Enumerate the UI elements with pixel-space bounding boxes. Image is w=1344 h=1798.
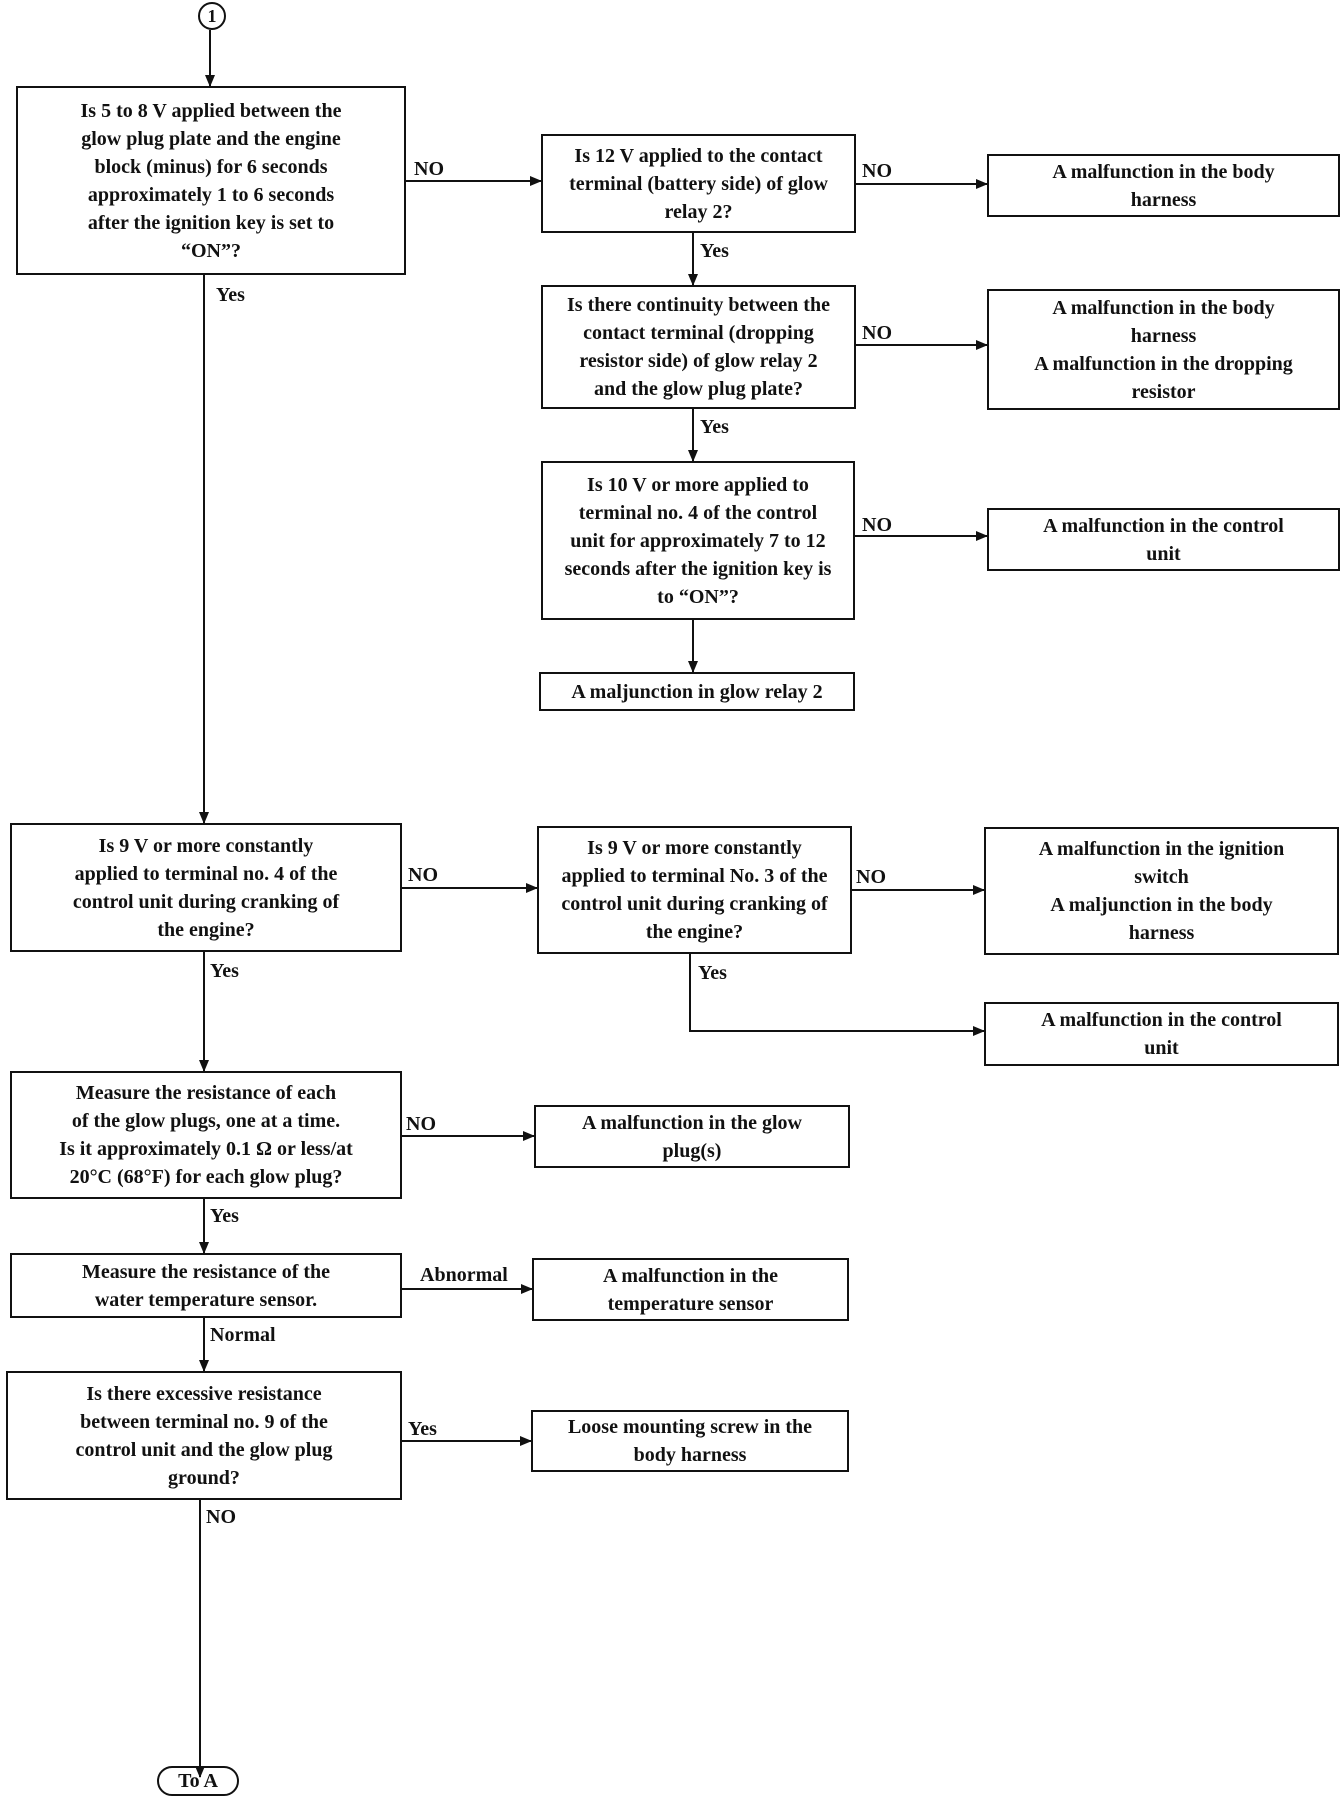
result-body-harness: A malfunction in the body harness xyxy=(987,154,1340,217)
label-no: NO xyxy=(408,864,438,886)
label-normal: Normal xyxy=(210,1324,276,1346)
label-no: NO xyxy=(414,158,444,180)
label-abnormal: Abnormal xyxy=(420,1264,508,1286)
result-body-harness-dropping-resistor: A malfunction in the body harness A malf… xyxy=(987,289,1340,410)
label-yes: Yes xyxy=(216,284,245,306)
question-glow-plug-resistance: Measure the resistance of each of the gl… xyxy=(10,1071,402,1199)
label-yes: Yes xyxy=(210,960,239,982)
result-ignition-switch-body-harness: A malfunction in the ignition switch A m… xyxy=(984,827,1339,955)
label-yes: Yes xyxy=(698,962,727,984)
question-water-temperature-sensor: Measure the resistance of the water temp… xyxy=(10,1253,402,1318)
label-yes: Yes xyxy=(210,1205,239,1227)
label-no: NO xyxy=(862,514,892,536)
label-yes: Yes xyxy=(700,240,729,262)
result-control-unit-2: A malfunction in the control unit xyxy=(984,1002,1339,1066)
label-no: NO xyxy=(856,866,886,888)
question-terminal4-10v: Is 10 V or more applied to terminal no. … xyxy=(541,461,855,620)
label-no: NO xyxy=(406,1113,436,1135)
question-glow-plug-plate-voltage: Is 5 to 8 V applied between the glow plu… xyxy=(16,86,406,275)
question-terminal9-resistance: Is there excessive resistance between te… xyxy=(6,1371,402,1500)
result-glow-relay2: A maljunction in glow relay 2 xyxy=(539,672,855,711)
question-continuity-relay2: Is there continuity between the contact … xyxy=(541,285,856,409)
result-loose-mounting-screw: Loose mounting screw in the body harness xyxy=(531,1410,849,1472)
label-yes: Yes xyxy=(700,416,729,438)
start-connector-circle: 1 xyxy=(198,2,226,30)
arrow-9v3-yes xyxy=(689,954,985,1036)
label-no: NO xyxy=(862,160,892,182)
question-terminal4-9v: Is 9 V or more constantly applied to ter… xyxy=(10,823,402,952)
end-connector-to-a: To A xyxy=(157,1766,239,1796)
result-glow-plugs: A malfunction in the glow plug(s) xyxy=(534,1105,850,1168)
label-yes: Yes xyxy=(408,1418,437,1440)
result-control-unit: A malfunction in the control unit xyxy=(987,508,1340,571)
question-relay2-12v: Is 12 V applied to the contact terminal … xyxy=(541,134,856,233)
label-no: NO xyxy=(206,1506,236,1528)
label-no: NO xyxy=(862,322,892,344)
result-temperature-sensor: A malfunction in the temperature sensor xyxy=(532,1258,849,1321)
question-terminal3-9v: Is 9 V or more constantly applied to ter… xyxy=(537,826,852,954)
